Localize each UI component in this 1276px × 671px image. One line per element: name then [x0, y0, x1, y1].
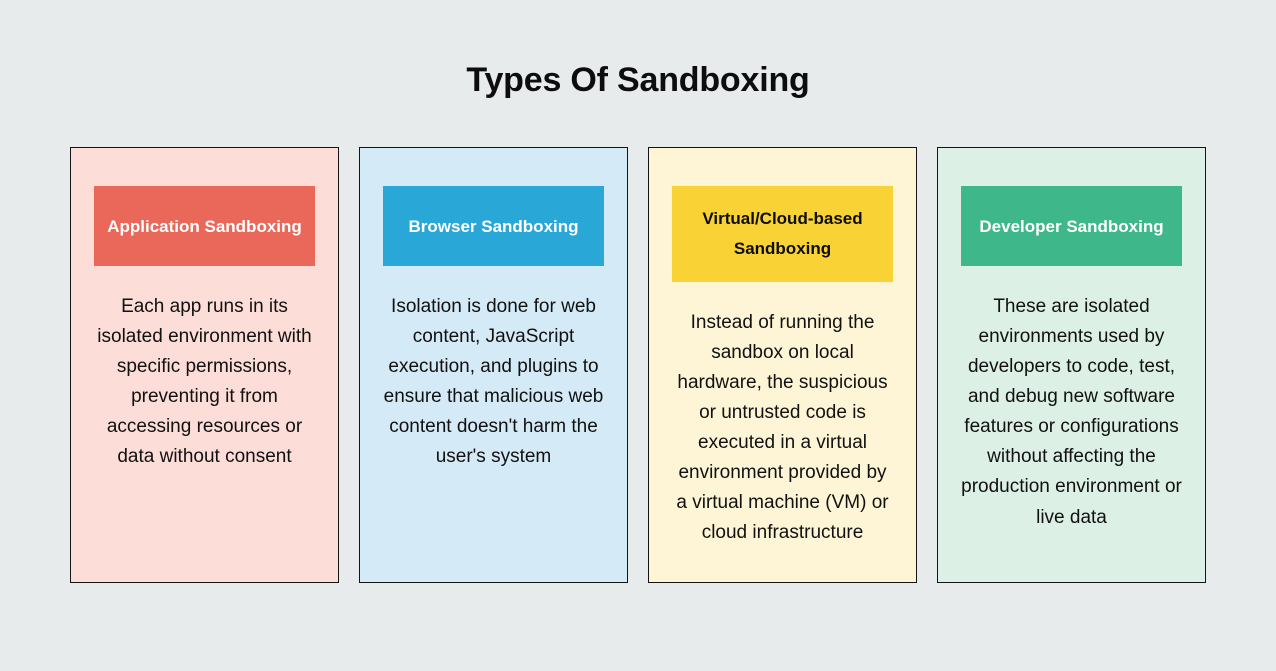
page-title: Types Of Sandboxing [466, 61, 810, 99]
card-virtual-cloud-based-sandboxing: Virtual/Cloud-based Sandboxing Instead o… [648, 147, 917, 584]
card-browser-sandboxing: Browser Sandboxing Isolation is done for… [359, 147, 628, 584]
card-header-banner: Application Sandboxing [94, 186, 315, 267]
card-body-text: Isolation is done for web content, JavaS… [383, 296, 604, 468]
card-header-banner: Developer Sandboxing [961, 186, 1182, 267]
card-body-text: Each app runs in its isolated environmen… [97, 296, 312, 468]
cards-row: Application Sandboxing Each app runs in … [0, 147, 1276, 584]
card-body-text: These are isolated environments used by … [961, 296, 1182, 528]
card-body-text: Instead of running the sandbox on local … [676, 311, 889, 543]
card-application-sandboxing: Application Sandboxing Each app runs in … [70, 147, 339, 584]
card-header-banner: Virtual/Cloud-based Sandboxing [672, 186, 893, 282]
card-header-banner: Browser Sandboxing [383, 186, 604, 267]
card-developer-sandboxing: Developer Sandboxing These are isolated … [937, 147, 1206, 584]
